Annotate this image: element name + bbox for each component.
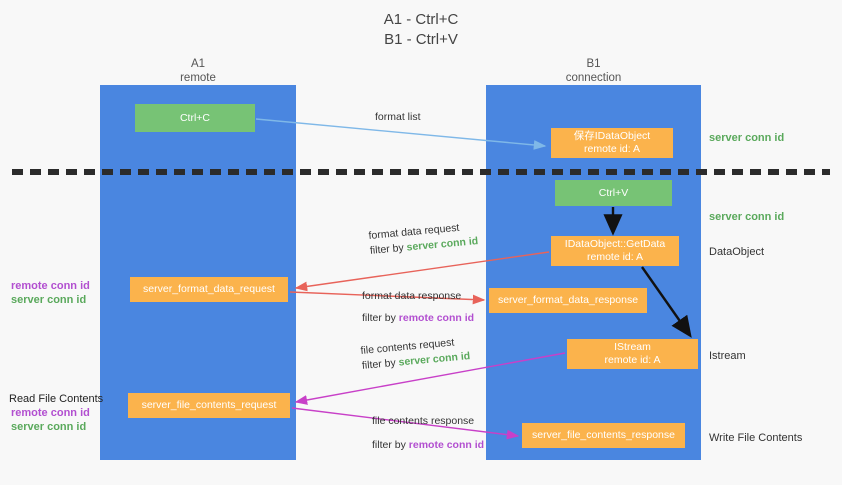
arrow-label-format-data-response-text: format data response (362, 290, 462, 302)
arrow-label-format-data-response-filter-prefix: filter by (362, 312, 399, 324)
arrow-label-format-data-request: format data request filter by server con… (368, 219, 479, 259)
box-server-format-data-request[interactable]: server_format_data_request (130, 277, 288, 302)
arrow-label-format-data-response: format data response filter by remote co… (362, 285, 474, 329)
box-istream-id: remote id: A (604, 354, 661, 366)
box-idataobject-getdata-title: IDataObject::GetData (564, 238, 666, 250)
caption-write-file-contents: Write File Contents (709, 432, 803, 444)
box-save-idataobject-title: 保存IDataObject (573, 130, 651, 142)
phase-separator-dashed-line (12, 169, 830, 175)
caption-group-mid-conn-ids: remote conn id server conn id (11, 279, 90, 307)
lane-header-b1: B1 connection (486, 57, 701, 85)
box-server-file-contents-response[interactable]: server_file_contents_response (522, 423, 685, 448)
box-istream[interactable]: IStream remote id: A (567, 339, 698, 369)
lane-header-a1: A1 remote (100, 57, 296, 85)
arrow-label-file-contents-response-filter-value: remote conn id (408, 439, 485, 451)
title-line-1: A1 - Ctrl+C (383, 11, 459, 28)
arrow-label-file-contents-response: file contents response filter by remote … (372, 409, 484, 457)
lane-a1-sub: remote (180, 72, 216, 84)
box-ctrl-v[interactable]: Ctrl+V (555, 180, 672, 206)
caption-bot-remote-conn-id: remote conn id (11, 407, 90, 419)
arrow-label-format-data-request-filter-prefix: filter by (369, 241, 408, 257)
box-server-format-data-request-label: server_format_data_request (143, 283, 275, 295)
arrow-label-format-data-response-filter-value: remote conn id (398, 312, 475, 324)
box-server-file-contents-response-label: server_file_contents_response (531, 429, 675, 441)
arrow-label-format-list-text: format list (375, 111, 421, 123)
lane-a1-name: A1 (190, 58, 206, 70)
title-line-2: B1 - Ctrl+V (384, 31, 458, 48)
box-save-idataobject-id: remote id: A (583, 143, 641, 155)
lane-b1-sub: connection (565, 72, 622, 84)
caption-istream: Istream (709, 350, 746, 362)
caption-mid-server-conn-id: server conn id (11, 294, 87, 306)
caption-group-read-file-contents: Read File Contents remote conn id server… (9, 392, 104, 434)
box-idataobject-getdata[interactable]: IDataObject::GetData remote id: A (551, 236, 679, 266)
page-title: A1 - Ctrl+C B1 - Ctrl+V (0, 10, 842, 50)
box-save-idataobject[interactable]: 保存IDataObject remote id: A (551, 128, 673, 158)
caption-dataobject: DataObject (709, 246, 765, 258)
box-ctrl-v-label: Ctrl+V (598, 186, 629, 199)
arrow-label-file-contents-request-filter-prefix: filter by (361, 356, 400, 372)
box-istream-title: IStream (614, 341, 651, 353)
box-ctrl-c[interactable]: Ctrl+C (135, 104, 255, 132)
box-ctrl-c-label: Ctrl+C (179, 111, 211, 124)
arrow-label-file-contents-response-filter-prefix: filter by (372, 439, 409, 451)
arrow-label-format-list: format list (375, 111, 421, 123)
caption-read-file-contents: Read File Contents (9, 393, 104, 405)
box-server-format-data-response[interactable]: server_format_data_response (489, 288, 647, 313)
box-server-file-contents-request-label: server_file_contents_request (141, 399, 277, 411)
box-server-format-data-response-label: server_format_data_response (497, 294, 639, 306)
caption-server-conn-id-mid: server conn id (709, 211, 785, 223)
lane-b1-name: B1 (586, 58, 601, 70)
caption-mid-remote-conn-id: remote conn id (11, 280, 90, 292)
arrow-label-file-contents-request: file contents request filter by server c… (360, 334, 471, 374)
box-server-file-contents-request[interactable]: server_file_contents_request (128, 393, 290, 418)
caption-bot-server-conn-id: server conn id (11, 421, 87, 433)
caption-server-conn-id-top: server conn id (709, 132, 785, 144)
arrow-label-file-contents-response-text: file contents response (372, 415, 475, 427)
box-idataobject-getdata-id: remote id: A (586, 251, 644, 263)
